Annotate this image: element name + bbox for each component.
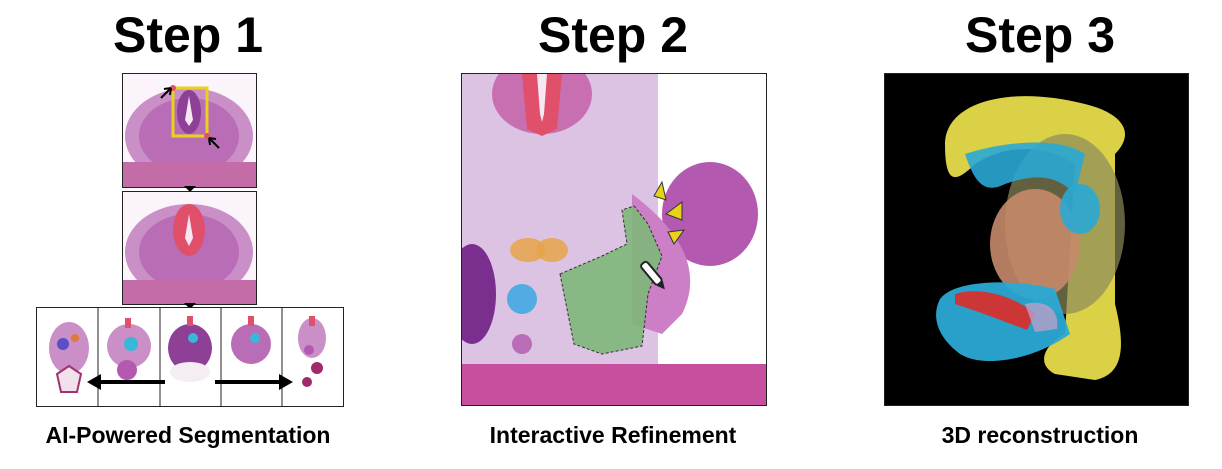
step-2-caption: Interactive Refinement (489, 422, 737, 448)
step1-segmented-slice (122, 191, 257, 305)
step1-down-arrow-2 (184, 303, 196, 309)
orange-structure (510, 238, 568, 262)
step1-down-arrow-1 (184, 186, 196, 192)
recon-blue-vessels (965, 142, 1085, 194)
selection-box[interactable] (171, 86, 209, 138)
arrow-right-icon (215, 374, 293, 390)
recon-heart (990, 189, 1080, 299)
step-3-title: Step 3 (964, 7, 1116, 63)
step-2-title: Step 2 (537, 7, 689, 63)
step1-input-slice (122, 73, 257, 188)
strip-slice-4 (231, 316, 271, 364)
step-1-caption: AI-Powered Segmentation (45, 422, 331, 448)
sparkle-icon (653, 180, 686, 245)
pen-icon[interactable] (640, 260, 668, 292)
step2-refinement-view[interactable] (461, 73, 767, 406)
arrow-left-icon (87, 374, 165, 390)
strip-slice-3 (168, 316, 212, 382)
strip-slice-5 (298, 316, 326, 387)
step-1-title: Step 1 (112, 7, 264, 63)
step1-slice-strip (36, 307, 344, 407)
recon-red-structure (955, 291, 1035, 330)
strip-slice-2 (107, 318, 151, 380)
step3-3d-reconstruction[interactable] (884, 73, 1189, 406)
step-3-caption: 3D reconstruction (941, 422, 1139, 448)
strip-slice-1 (49, 322, 89, 393)
cursor-icon (160, 87, 220, 149)
green-mask[interactable] (559, 205, 663, 355)
